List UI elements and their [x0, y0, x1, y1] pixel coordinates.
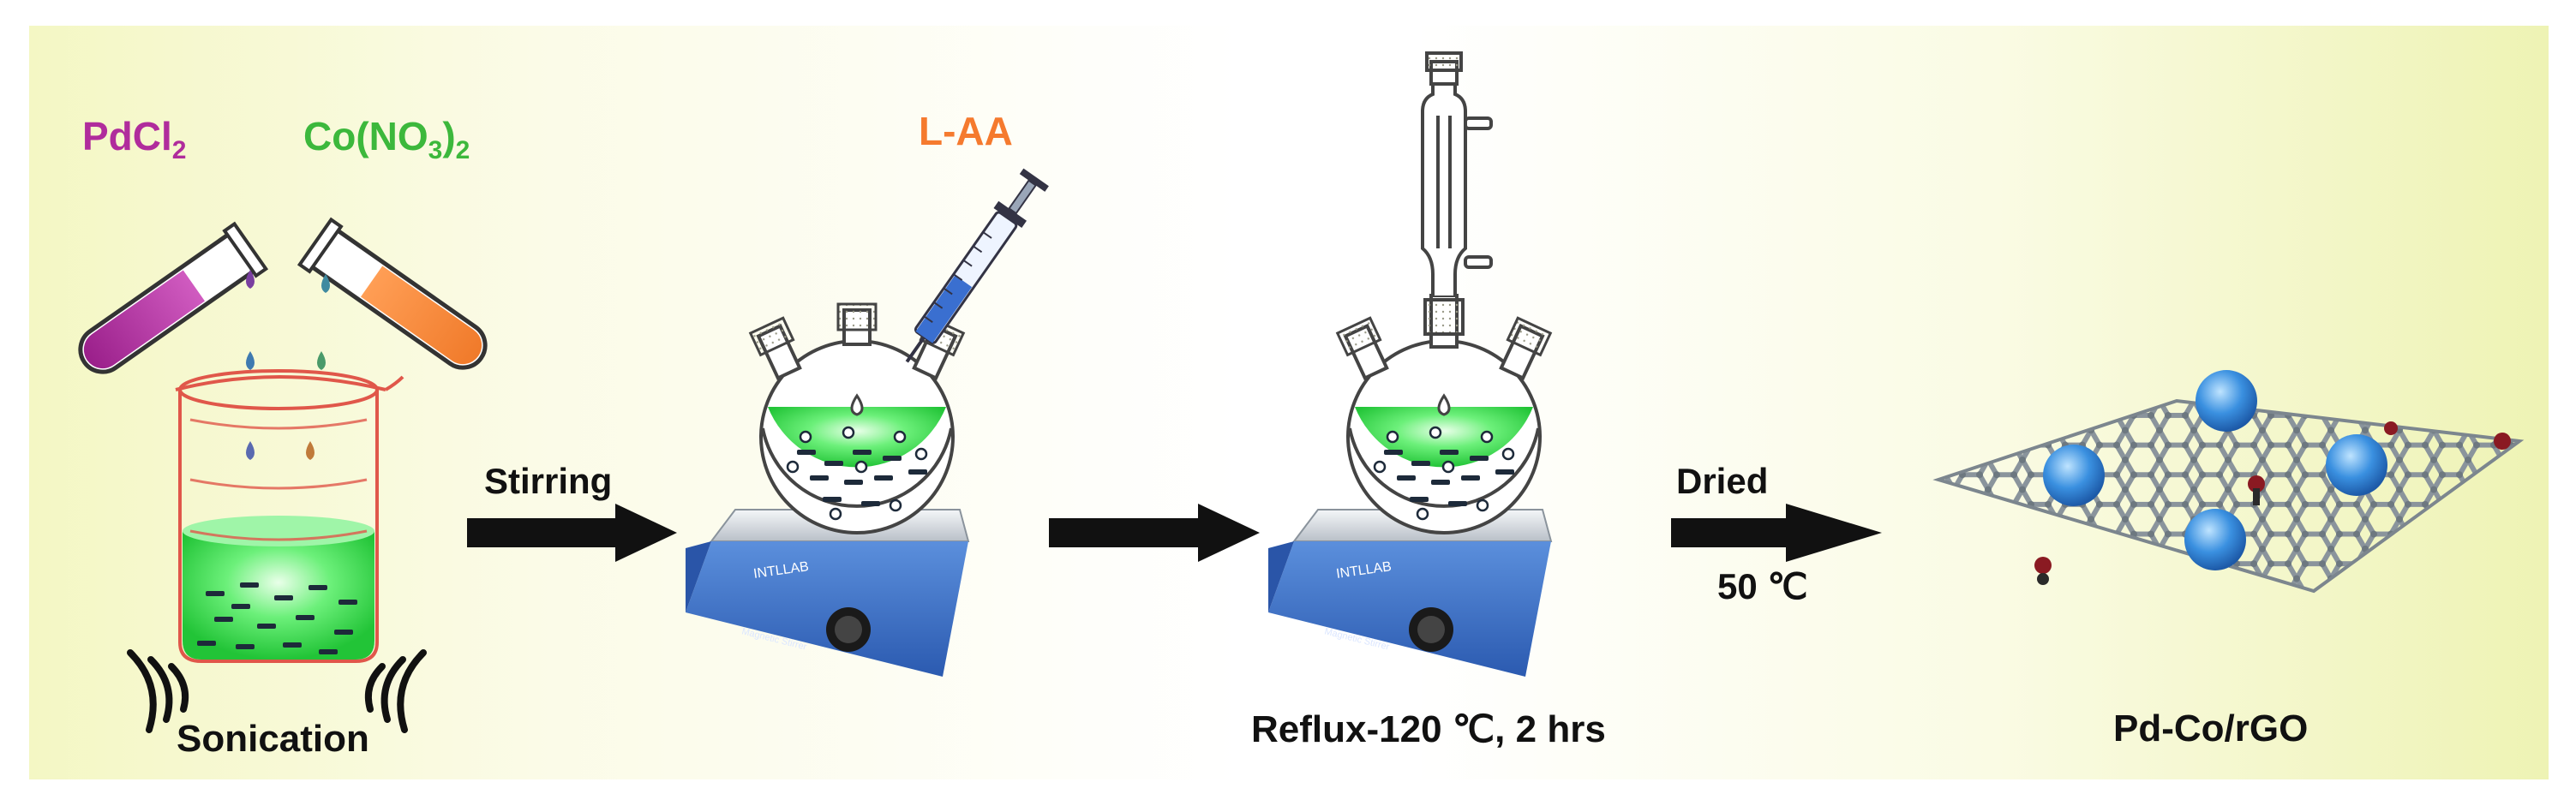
beaker-icon — [175, 369, 404, 663]
magnetic-stirrer-icon: INTLLAB Magnetic Stirrer — [686, 509, 970, 677]
background-panel — [29, 26, 2549, 779]
droplets — [244, 270, 330, 557]
stirring-arrow-icon — [467, 504, 677, 562]
dried-label: Dried — [1676, 461, 1769, 501]
sound-wave-icon — [127, 649, 427, 733]
reflux-caption: Reflux-120 ℃, 2 hrs — [1251, 708, 1606, 750]
product-caption: Pd-Co/rGO — [2113, 708, 2309, 749]
three-neck-flask-icon — [1335, 316, 1553, 534]
transfer-arrow-icon — [1049, 504, 1260, 562]
stirring-label: Stirring — [484, 461, 613, 501]
graphene-sheet-icon — [1932, 370, 2525, 594]
magnetic-stirrer-icon: INTLLAB Magnetic Stirrer — [1268, 509, 1553, 677]
drying-arrow-icon — [1671, 504, 1882, 562]
pdcl2-label: PdCl2 — [82, 114, 187, 164]
nanoparticle-icon — [2043, 370, 2387, 570]
temperature-label: 50 ℃ — [1717, 566, 1808, 606]
cono3-label: Co(NO3)2 — [303, 114, 470, 164]
pdcl2-test-tube-icon — [78, 221, 269, 374]
laa-label: L-AA — [919, 109, 1013, 153]
syringe-icon — [905, 168, 1049, 363]
sonication-caption: Sonication — [177, 718, 369, 760]
condenser-icon — [1421, 51, 1493, 349]
cono3-test-tube-icon — [297, 217, 488, 370]
